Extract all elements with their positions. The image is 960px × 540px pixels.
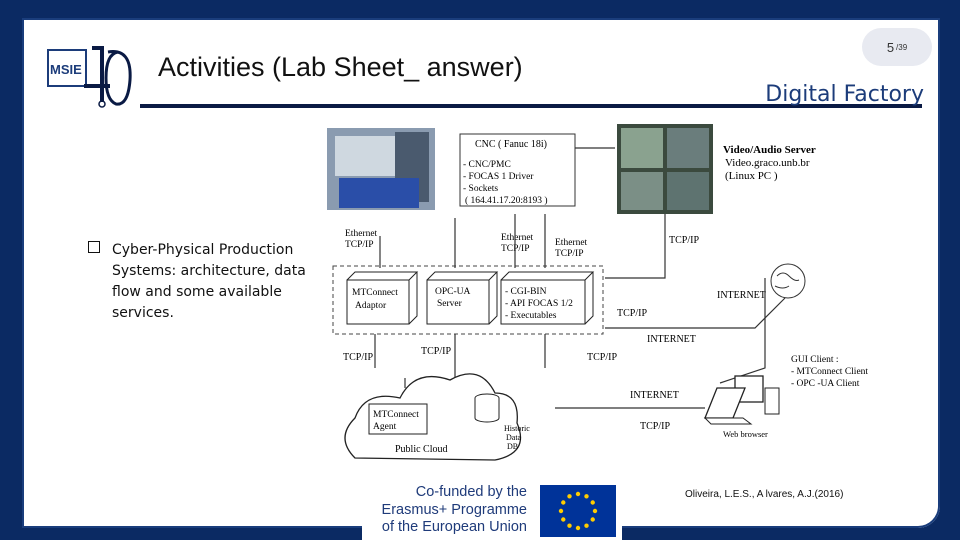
video-server-label-2: Video.graco.unb.br — [725, 157, 810, 169]
internet-bottom-label: INTERNET — [630, 390, 679, 401]
eu-star-icon — [584, 523, 589, 528]
msie-logo-mark: MSIE — [47, 46, 132, 108]
historic-label-2: Data — [506, 433, 522, 442]
svg-text:MSIE: MSIE — [50, 62, 82, 77]
cpps-architecture-diagram: CNC ( Fanuc 18i) - CNC/PMC - FOCAS 1 Dri… — [327, 124, 868, 461]
internet-mid-label: INTERNET — [647, 334, 696, 345]
ethernet-left-1: Ethernet — [345, 229, 378, 239]
ethernet-right-1: Ethernet — [555, 238, 588, 248]
public-cloud-icon — [344, 373, 522, 461]
svg-text:Adaptor: Adaptor — [355, 301, 387, 311]
svg-text:- CGI-BIN: - CGI-BIN — [505, 287, 547, 297]
historic-label-3: DB — [507, 442, 518, 451]
eu-line-1: Co-funded by the — [415, 484, 527, 500]
connection-arrows — [374, 147, 786, 409]
tcpip-top-label: TCP/IP — [669, 235, 699, 246]
database-icon — [474, 393, 500, 423]
tcpip-bottom-label: TCP/IP — [640, 421, 670, 432]
laptop-icon — [703, 375, 780, 425]
eu-flag-icon — [540, 485, 616, 537]
cnc-title: CNC ( Fanuc 18i) — [475, 139, 547, 150]
computer-dashed-frame — [332, 265, 604, 335]
title-divider — [140, 104, 922, 108]
cgibin-box: - CGI-BIN - API FOCAS 1/2 - Executables — [500, 271, 595, 325]
gui-client-3: - OPC -UA Client — [791, 379, 860, 389]
opcua-server-box: OPC-UA Server — [426, 271, 499, 325]
tcpip-right-bottom: TCP/IP — [587, 352, 617, 363]
tcpip-left-bottom: TCP/IP — [343, 352, 373, 363]
bullet-text: Cyber-Physical Production Systems: archi… — [112, 242, 306, 321]
svg-text:Agent: Agent — [373, 422, 397, 432]
cnc-item-4: ( 164.41.17.20:8193 ) — [465, 195, 548, 206]
tcpip-box-right: TCP/IP — [617, 308, 647, 319]
eu-star-icon — [561, 500, 566, 505]
svg-text:Server: Server — [437, 299, 463, 309]
eu-star-icon — [561, 517, 566, 522]
eu-star-icon — [590, 517, 595, 522]
cnc-item-1: - CNC/PMC — [463, 160, 511, 170]
eu-line-2: Erasmus+ Programme — [381, 501, 527, 518]
eu-star-icon — [567, 494, 572, 499]
video-server-image — [617, 124, 713, 214]
mtconnect-adaptor-box: MTConnect Adaptor — [346, 271, 419, 325]
ethernet-right-2: TCP/IP — [555, 249, 584, 259]
ethernet-left-2: TCP/IP — [345, 240, 374, 250]
cnc-machine-image — [327, 128, 435, 210]
svg-text:MTConnect: MTConnect — [352, 288, 398, 298]
page-current: 5 — [886, 39, 895, 55]
cnc-item-2: - FOCAS 1 Driver — [463, 172, 534, 182]
checkbox-bullet-icon — [88, 241, 100, 253]
eu-star-icon — [584, 494, 589, 499]
cnc-item-3: - Sockets — [463, 184, 498, 194]
bullet-point: Cyber-Physical Production Systems: archi… — [88, 240, 330, 324]
slide-title: Activities (Lab Sheet_ answer) — [158, 52, 523, 82]
public-cloud-label: Public Cloud — [395, 444, 448, 455]
svg-text:OPC-UA: OPC-UA — [435, 287, 471, 297]
eu-cofunding-block: Co-funded by the Erasmus+ Programme of t… — [362, 481, 622, 540]
internet-top-label: INTERNET — [717, 290, 766, 301]
eu-star-icon — [558, 508, 564, 514]
mtconnect-agent-box: MTConnect Agent — [368, 403, 428, 435]
video-server-label-3: (Linux PC ) — [725, 170, 778, 182]
gui-client-1: GUI Client : — [791, 355, 839, 365]
eu-star-icon — [567, 523, 572, 528]
msie-logo: MSIE — [47, 46, 132, 108]
page-total: /39 — [896, 42, 908, 52]
video-server-label-1: Video/Audio Server — [723, 144, 816, 156]
cnc-box: CNC ( Fanuc 18i) - CNC/PMC - FOCAS 1 Dri… — [459, 133, 576, 207]
tcpip-center-bottom: TCP/IP — [421, 346, 451, 357]
page-number: 5 /39 — [862, 28, 932, 66]
gui-client-2: - MTConnect Client — [791, 367, 868, 377]
ethernet-mid-1: Ethernet — [501, 233, 534, 243]
globe-icon — [770, 263, 806, 299]
eu-cofunding-text: Co-funded by the Erasmus+ Programme of t… — [372, 484, 527, 537]
citation: Oliveira, L.E.S., A lvares, A.J.(2016) — [685, 489, 844, 500]
eu-star-icon — [575, 491, 581, 497]
eu-star-icon — [590, 500, 595, 505]
svg-text:MTConnect: MTConnect — [373, 410, 419, 420]
svg-text:- API FOCAS 1/2: - API FOCAS 1/2 — [505, 299, 573, 309]
eu-star-icon — [575, 525, 581, 531]
web-browser-label: Web browser — [723, 429, 768, 439]
svg-text:- Executables: - Executables — [505, 311, 557, 321]
eu-star-icon — [592, 508, 598, 514]
eu-line-3: of the European Union — [381, 519, 527, 535]
slide-subtitle: Digital Factory — [765, 82, 924, 107]
historic-label-1: Historic — [504, 424, 530, 433]
